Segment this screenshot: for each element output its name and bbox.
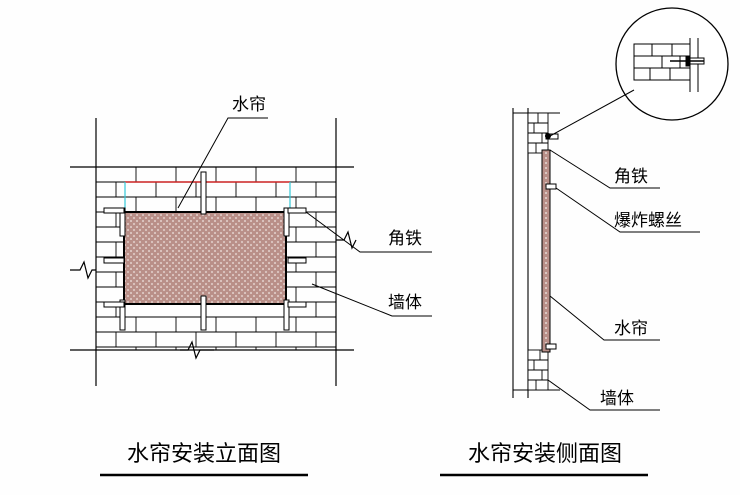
curtain-top-frame bbox=[124, 181, 291, 212]
side-view-caption: 水帘安装侧面图 bbox=[468, 442, 622, 467]
label-wall-front: 墙体 bbox=[388, 293, 422, 313]
angle-iron-brackets bbox=[103, 171, 307, 331]
side-angle-irons bbox=[545, 133, 559, 350]
label-curtain-side: 水帘 bbox=[614, 319, 648, 339]
side-bottom-bricks bbox=[527, 349, 549, 391]
bolt-detail-bubble bbox=[615, 7, 729, 121]
curtain-side-profile bbox=[541, 149, 551, 353]
side-leaders bbox=[547, 89, 700, 411]
label-expansion-bolt-side: 爆炸螺丝 bbox=[614, 211, 682, 231]
front-view-caption: 水帘安装立面图 bbox=[127, 442, 281, 467]
side-top-bricks bbox=[527, 112, 549, 154]
label-angle-iron-front: 角铁 bbox=[388, 229, 422, 249]
side-view: 角铁 爆炸螺丝 水帘 墙体 水帘安装侧面图 bbox=[440, 7, 729, 477]
label-angle-iron-side: 角铁 bbox=[614, 167, 648, 187]
front-leaders bbox=[177, 117, 432, 317]
label-curtain-front: 水帘 bbox=[232, 95, 266, 115]
label-wall-side: 墙体 bbox=[600, 389, 634, 409]
curtain-panel bbox=[123, 211, 287, 305]
wall-outline bbox=[70, 118, 357, 386]
front-view: 水帘 角铁 墙体 水帘安装立面图 bbox=[70, 95, 432, 477]
